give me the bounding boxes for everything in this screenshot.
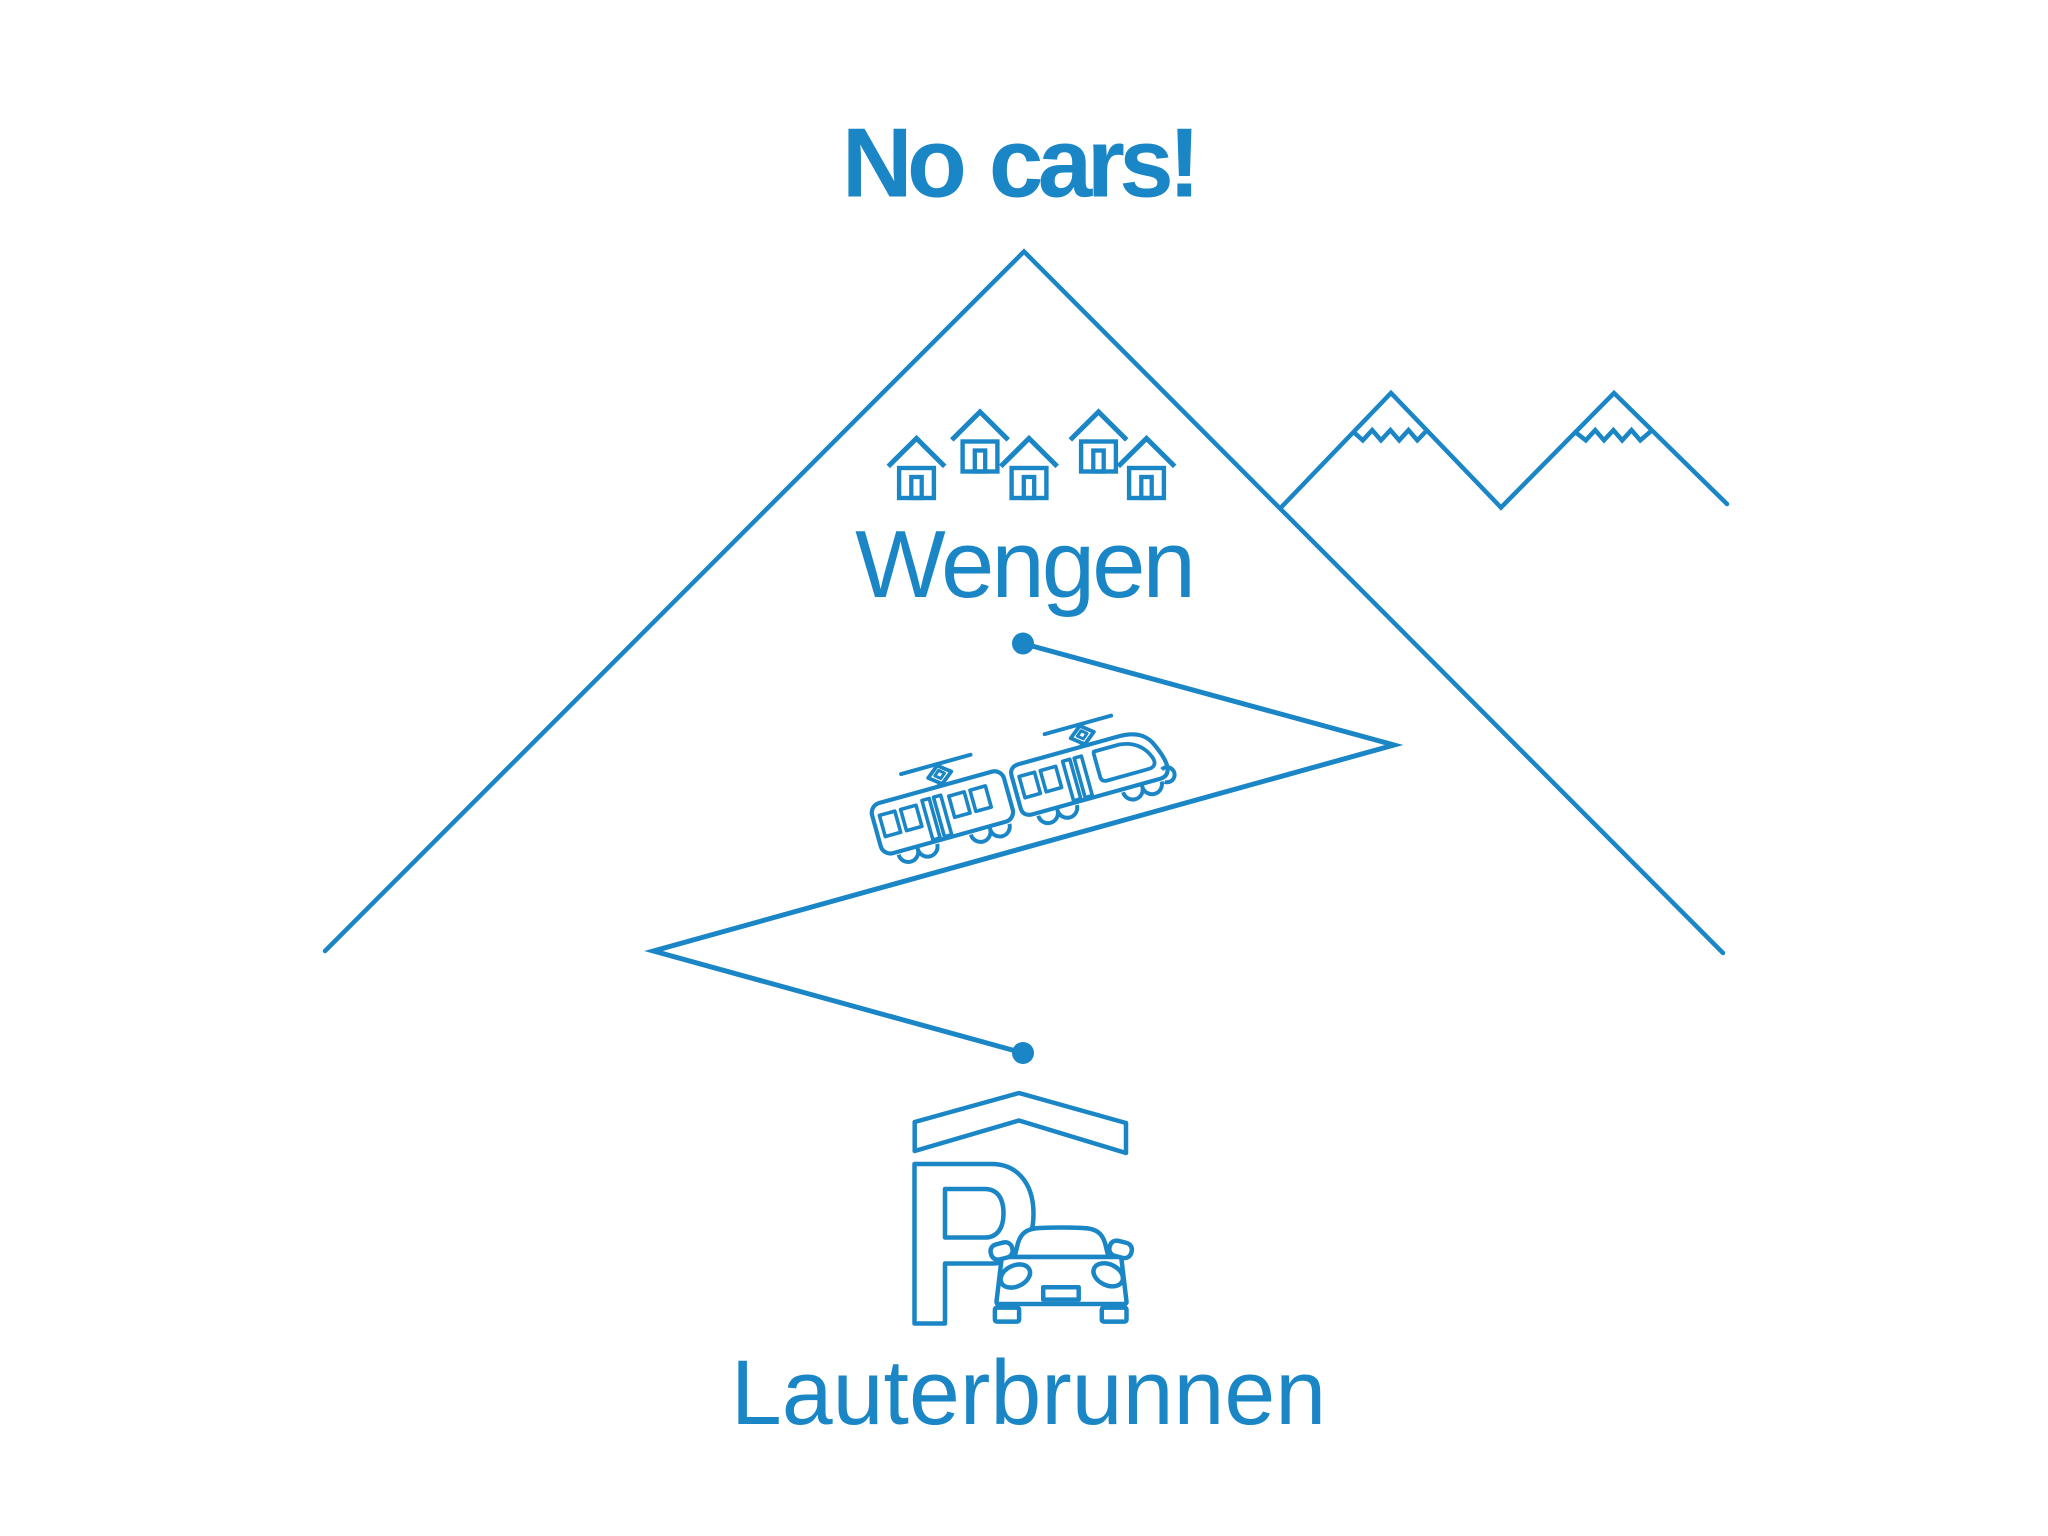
svg-text:Wengen: Wengen bbox=[855, 511, 1193, 618]
svg-text:Lauterbrunnen: Lauterbrunnen bbox=[731, 1342, 1326, 1444]
svg-text:No cars!: No cars! bbox=[842, 108, 1195, 218]
